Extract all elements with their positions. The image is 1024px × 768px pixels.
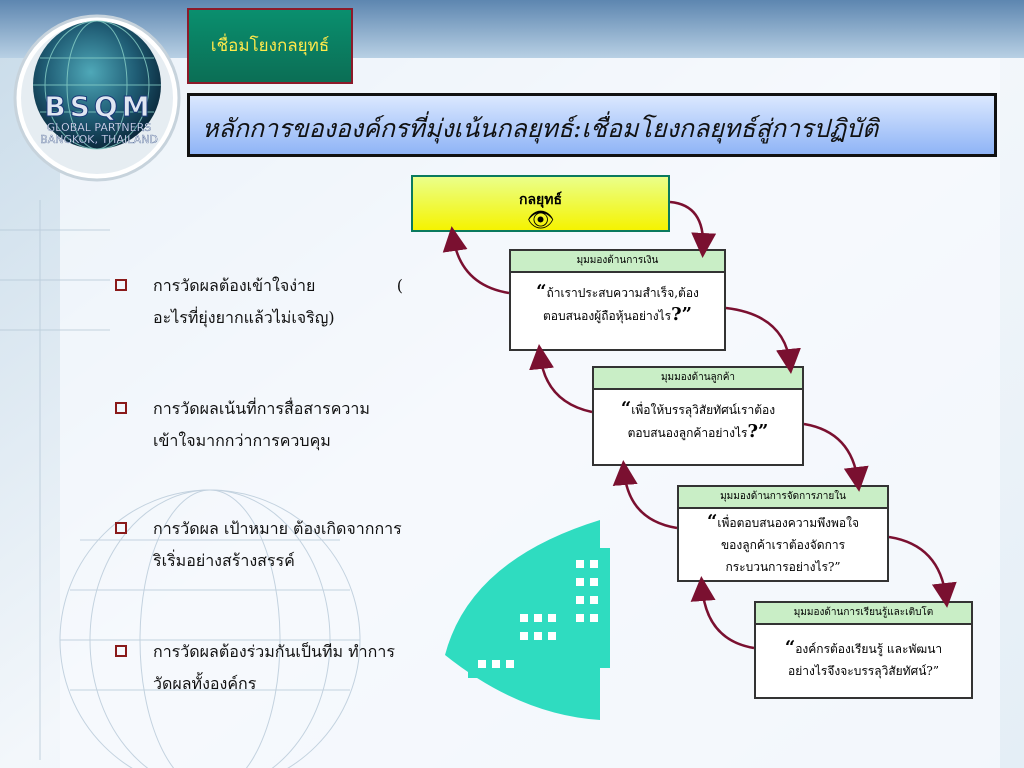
bullet-1-line-1: การวัดผลต้องเข้าใจง่าย ( xyxy=(153,276,403,295)
arrow-financial-to-customer xyxy=(725,306,801,374)
perspective-internal-process: มุมมองด้านการจัดการภายใน “เพื่อตอบสนองคว… xyxy=(677,485,889,582)
arrow-learning-to-internal xyxy=(690,576,755,650)
slide-title: หลักการขององค์กรที่มุ่งเน้นกลยุทธ์:เชื่อ… xyxy=(187,93,997,157)
strategy-label: กลยุทธ์ xyxy=(518,192,563,208)
quote-open: “ xyxy=(536,281,547,302)
arrow-customer-to-financial xyxy=(529,344,593,414)
perspective-header: มุมมองด้านลูกค้า xyxy=(594,368,802,390)
quote-open: “ xyxy=(620,398,632,419)
perspective-header: มุมมองด้านการเงิน xyxy=(511,251,724,273)
eye-icon: 👁 xyxy=(526,208,555,233)
arrow-customer-to-internal xyxy=(803,422,869,492)
quote-close: ?” xyxy=(747,421,769,442)
perspective-line-2: ตอบสนองลูกค้าอย่างไร xyxy=(627,426,748,440)
checkbox-bullet-icon xyxy=(115,522,127,534)
perspective-line-3: กระบวนการอย่างไร?” xyxy=(725,560,841,574)
company-logo: BSQM GLOBAL PARTNERS BANGKOK, THAILAND xyxy=(32,90,166,146)
checkbox-bullet-icon xyxy=(115,402,127,414)
perspective-line-1: ถ้าเราประสบความสำเร็จ,ต้อง xyxy=(546,286,699,300)
bullet-4-line-2: วัดผลทั้งองค์กร xyxy=(153,674,257,693)
logo-line-2: BANGKOK, THAILAND xyxy=(40,133,158,146)
strategy-box: กลยุทธ์ 👁 xyxy=(411,175,670,232)
arrow-internal-to-customer xyxy=(612,460,678,530)
perspective-line-1: เพื่อตอบสนองความพึงพอใจ xyxy=(717,516,859,530)
bullet-1-line-2: อะไรที่ยุ่งยากแล้วไม่เจริญ) xyxy=(153,308,335,327)
quote-close: ?” xyxy=(671,304,693,325)
bullet-2-line-2: เข้าใจมากกว่าการควบคุม xyxy=(153,431,331,450)
perspective-learning-growth: มุมมองด้านการเรียนรู้และเติบโต “องค์กรต้… xyxy=(754,601,973,699)
perspective-header: มุมมองด้านการจัดการภายใน xyxy=(679,487,887,509)
checkbox-bullet-icon xyxy=(115,279,127,291)
logo-main: BSQM xyxy=(44,90,154,123)
building-illustration xyxy=(445,520,610,720)
perspective-line-2: อย่างไรจึงจะบรรลุวิสัยทัศน์?” xyxy=(788,664,939,678)
checkbox-bullet-icon xyxy=(115,645,127,657)
perspective-line-1: องค์กรต้องเรียนรู้ และพัฒนา xyxy=(795,642,943,656)
section-tag: เชื่อมโยงกลยุทธ์ xyxy=(187,8,353,84)
perspective-line-1: เพื่อให้บรรลุวิสัยทัศน์เราต้อง xyxy=(631,403,776,417)
bullet-3-line-1: การวัดผล เป้าหมาย ต้องเกิดจากการ xyxy=(153,519,402,538)
quote-open: “ xyxy=(784,637,796,658)
perspective-header: มุมมองด้านการเรียนรู้และเติบโต xyxy=(756,603,971,625)
arrow-strategy-to-financial xyxy=(669,200,717,258)
arrow-financial-to-strategy xyxy=(442,226,510,295)
bullet-2-line-1: การวัดผลเน้นที่การสื่อสารความ xyxy=(153,399,370,418)
perspective-financial: มุมมองด้านการเงิน “ถ้าเราประสบความสำเร็จ… xyxy=(509,249,726,351)
bullet-3-line-2: ริเริ่มอย่างสร้างสรรค์ xyxy=(153,551,295,570)
perspective-line-2: ของลูกค้าเราต้องจัดการ xyxy=(720,538,846,552)
quote-open: “ xyxy=(707,511,718,532)
perspective-line-2: ตอบสนองผู้ถือหุ้นอย่างไร xyxy=(542,309,672,323)
perspective-customer: มุมมองด้านลูกค้า “เพื่อให้บรรลุวิสัยทัศน… xyxy=(592,366,804,466)
arrow-internal-to-learning xyxy=(888,535,957,608)
bullet-4-line-1: การวัดผลต้องร่วมกันเป็นทีม ทำการ xyxy=(153,642,395,661)
logo-line-1: GLOBAL PARTNERS xyxy=(46,121,152,134)
